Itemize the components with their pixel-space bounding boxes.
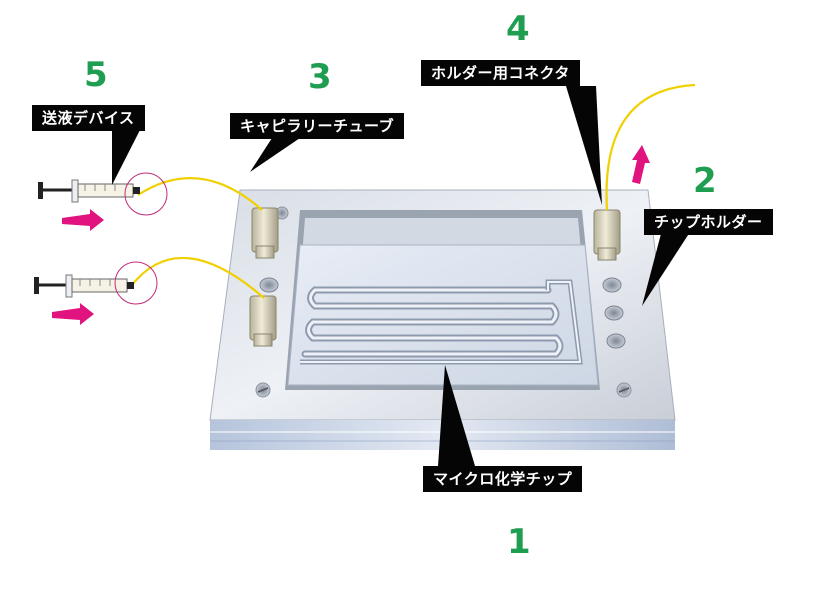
- label-chip-holder: チップホルダー: [644, 209, 773, 235]
- number-3: 3: [308, 57, 332, 97]
- flow-arrow-icon: [52, 145, 650, 325]
- number-1: 1: [507, 522, 531, 562]
- microchemical-chip: [287, 244, 599, 386]
- screw-icon: [255, 206, 632, 398]
- label-microchemical-chip: マイクロ化学チップ: [423, 466, 583, 492]
- number-2: 2: [693, 161, 717, 201]
- label-capillary-tube: キャピラリーチューブ: [230, 113, 405, 139]
- holder-connector-icon: [249, 207, 621, 347]
- label-pump-device: 送液デバイス: [32, 105, 145, 131]
- label-holder-connector: ホルダー用コネクタ: [421, 60, 580, 86]
- syringe-icon: [34, 172, 168, 305]
- number-5: 5: [84, 55, 108, 95]
- capillary-tube: [131, 83, 696, 299]
- number-4: 4: [506, 9, 530, 49]
- callout-pointer: [112, 86, 690, 466]
- threaded-port-icon: [259, 277, 626, 349]
